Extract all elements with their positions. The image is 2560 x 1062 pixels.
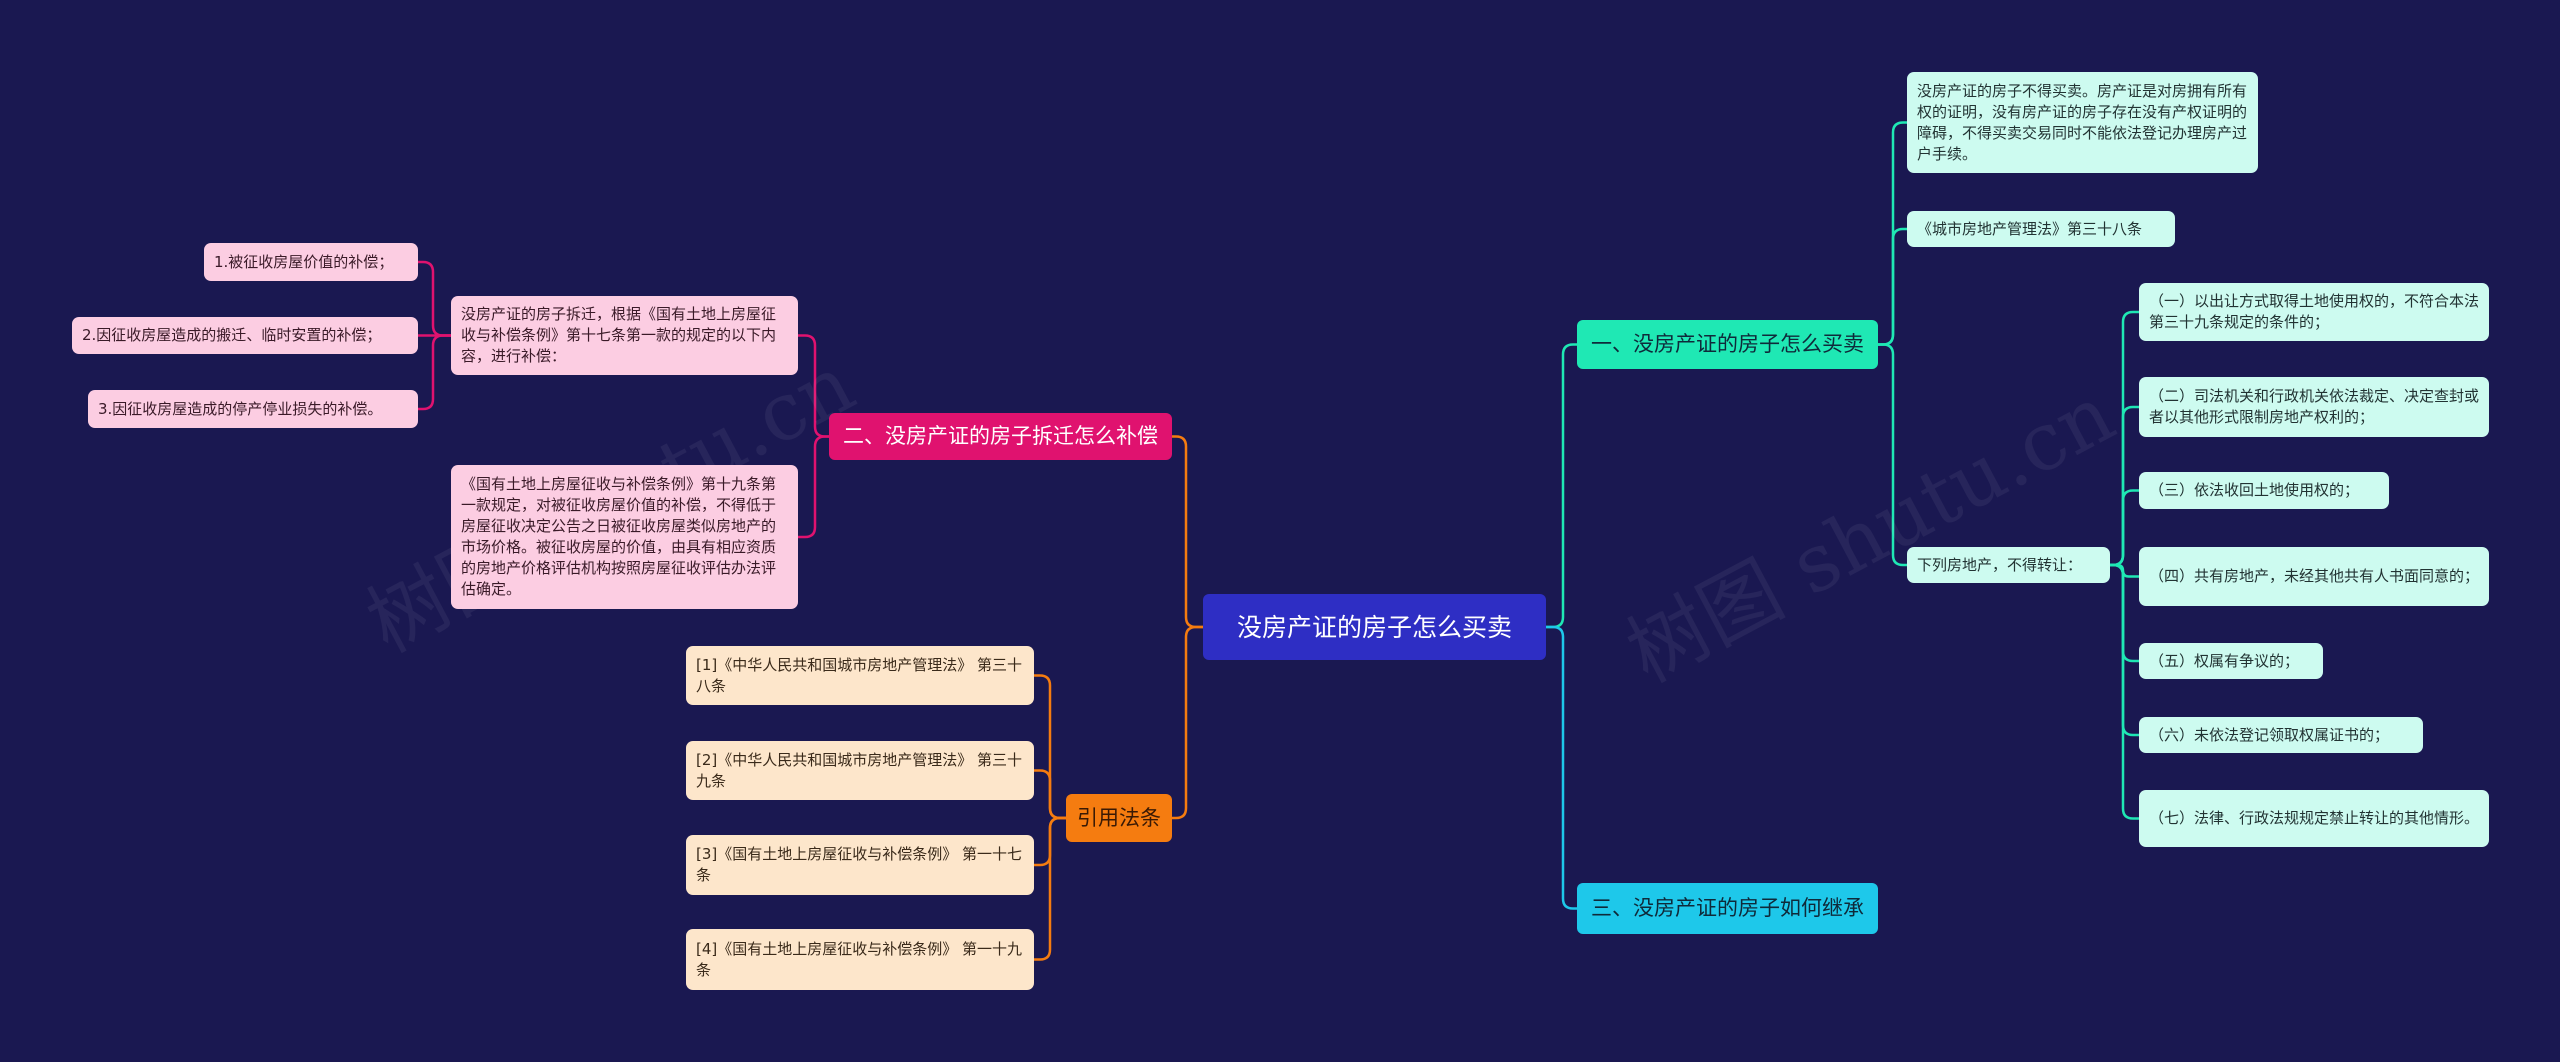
- connector-line: [2110, 563, 2139, 737]
- branch-inheritance[interactable]: 三、没房产证的房子如何继承: [1577, 883, 1878, 934]
- connector-line: [2110, 563, 2139, 820]
- list-item[interactable]: （五）权属有争议的；: [2139, 643, 2323, 679]
- connector-line: [1546, 625, 1577, 910]
- connector-line: [1878, 343, 1907, 567]
- connector-line: [2110, 310, 2139, 567]
- list-item[interactable]: （四）共有房地产，未经其他共有人书面同意的；: [2139, 547, 2489, 606]
- connector-line: [2110, 563, 2139, 578]
- connector-line: [2110, 563, 2139, 663]
- connector-line: [798, 435, 829, 539]
- connector-line: [2110, 405, 2139, 567]
- list-item[interactable]: （二）司法机关和行政机关依法裁定、决定查封或者以其他形式限制房地产权利的；: [2139, 377, 2489, 437]
- reference-item[interactable]: [3]《国有土地上房屋征收与补偿条例》 第一十七条: [686, 835, 1034, 895]
- connector-line: [1034, 816, 1066, 961]
- leaf-not-transferable[interactable]: 下列房地产，不得转让：: [1907, 547, 2110, 583]
- reference-item[interactable]: [2]《中华人民共和国城市房地产管理法》 第三十九条: [686, 741, 1034, 800]
- connector-line: [1172, 435, 1203, 629]
- connector-line: [2110, 489, 2139, 567]
- list-item[interactable]: 2.因征收房屋造成的搬迁、临时安置的补偿；: [72, 317, 418, 354]
- branch-references[interactable]: 引用法条: [1066, 794, 1172, 842]
- leaf-article-19[interactable]: 《国有土地上房屋征收与补偿条例》第十九条第一款规定，对被征收房屋价值的补偿，不得…: [451, 465, 798, 609]
- branch-buy-sell[interactable]: 一、没房产证的房子怎么买卖: [1577, 320, 1878, 369]
- connector-line: [798, 334, 829, 438]
- leaf-no-sale[interactable]: 没房产证的房子不得买卖。房产证是对房拥有所有权的证明，没有房产证的房子存在没有产…: [1907, 72, 2258, 173]
- leaf-compensation-basis[interactable]: 没房产证的房子拆迁，根据《国有土地上房屋征收与补偿条例》第十七条第一款的规定的以…: [451, 296, 798, 375]
- reference-item[interactable]: [4]《国有土地上房屋征收与补偿条例》 第一十九条: [686, 929, 1034, 990]
- connector-line: [1878, 227, 1907, 346]
- branch-demolition-compensation[interactable]: 二、没房产证的房子拆迁怎么补偿: [829, 413, 1172, 460]
- list-item[interactable]: 1.被征收房屋价值的补偿；: [204, 243, 418, 281]
- connector-line: [418, 260, 451, 337]
- list-item[interactable]: 3.因征收房屋造成的停产停业损失的补偿。: [88, 390, 418, 428]
- connector-line: [1034, 769, 1066, 820]
- list-item[interactable]: （七）法律、行政法规规定禁止转让的其他情形。: [2139, 790, 2489, 847]
- connector-line: [418, 334, 451, 411]
- connector-line: [1172, 625, 1203, 820]
- reference-item[interactable]: [1]《中华人民共和国城市房地产管理法》 第三十八条: [686, 646, 1034, 705]
- connector-line: [1546, 343, 1577, 629]
- list-item[interactable]: （三）依法收回土地使用权的；: [2139, 472, 2389, 509]
- leaf-law-article-38[interactable]: 《城市房地产管理法》第三十八条: [1907, 211, 2175, 247]
- list-item[interactable]: （六）未依法登记领取权属证书的；: [2139, 717, 2423, 753]
- list-item[interactable]: （一）以出让方式取得土地使用权的，不符合本法第三十九条规定的条件的；: [2139, 283, 2489, 341]
- root-topic[interactable]: 没房产证的房子怎么买卖: [1203, 594, 1546, 660]
